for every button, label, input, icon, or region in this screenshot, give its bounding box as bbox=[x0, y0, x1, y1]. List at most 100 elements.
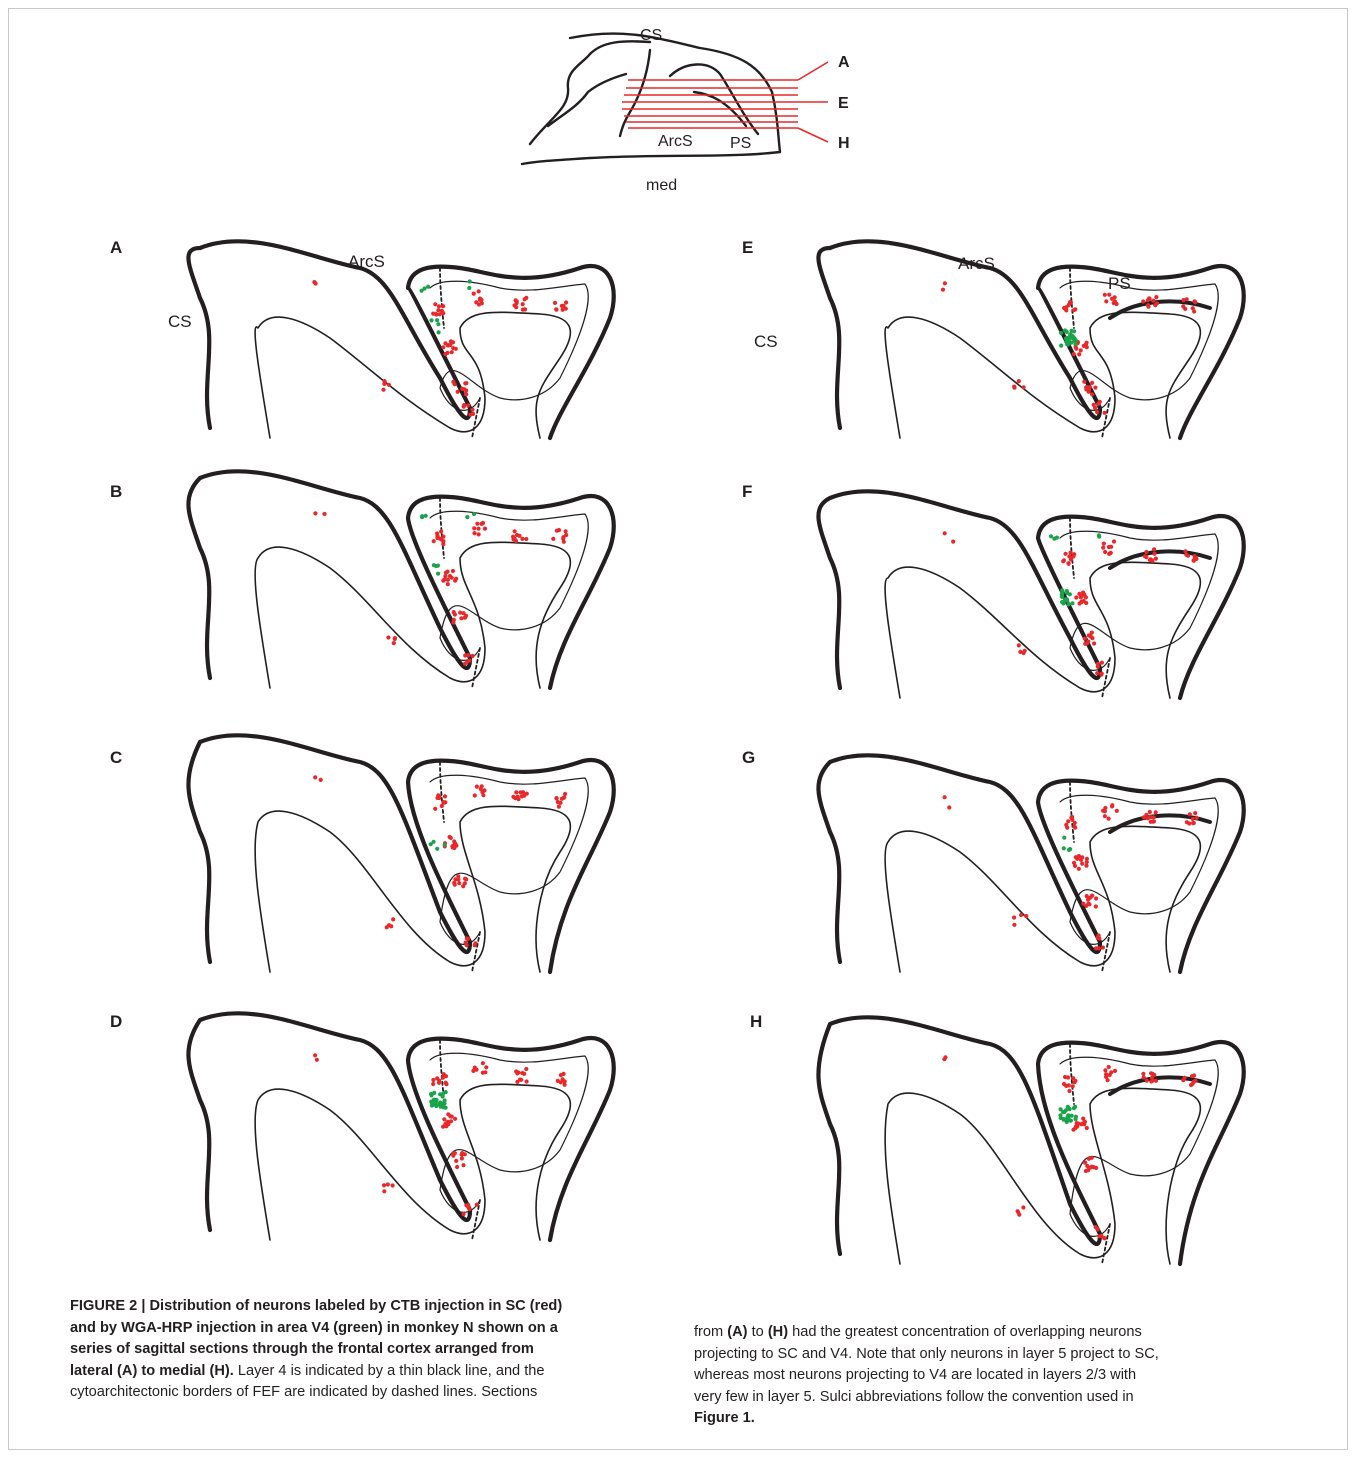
pial-surface bbox=[818, 755, 1243, 972]
v4-neuron-dot bbox=[1060, 593, 1064, 597]
sc-neuron-dot bbox=[453, 579, 457, 583]
sc-neuron-dot bbox=[1066, 561, 1070, 565]
sc-neuron-dot bbox=[460, 1156, 464, 1160]
sc-neuron-dot bbox=[1099, 673, 1103, 677]
v4-neuron-dot bbox=[426, 285, 430, 289]
sc-neuron-dot bbox=[557, 805, 561, 809]
sc-neuron-dot bbox=[1082, 380, 1086, 384]
panel-letter-h: H bbox=[750, 1012, 762, 1032]
sc-neuron-dot bbox=[462, 403, 466, 407]
caption-right-line-2: projecting to SC and V4. Note that only … bbox=[694, 1344, 1304, 1366]
sc-neuron-dot bbox=[564, 300, 568, 304]
sc-neuron-dot bbox=[1089, 1165, 1093, 1169]
sc-neuron-dot bbox=[1088, 385, 1092, 389]
sc-neuron-dot bbox=[1183, 549, 1187, 553]
sc-neuron-dot bbox=[1085, 894, 1089, 898]
sc-neuron-dot bbox=[1095, 410, 1099, 414]
v4-neuron-dot bbox=[429, 842, 433, 846]
sc-neuron-dot bbox=[1107, 817, 1111, 821]
sc-neuron-dot bbox=[466, 403, 470, 407]
sc-neuron-dot bbox=[1181, 304, 1185, 308]
sc-neuron-dot bbox=[313, 775, 317, 779]
sc-neuron-dot bbox=[472, 526, 476, 530]
sc-neuron-dot bbox=[463, 662, 467, 666]
panel-letter-e: E bbox=[742, 238, 753, 258]
v4-neuron-dot bbox=[465, 515, 469, 519]
v4-neuron-dot bbox=[441, 1103, 445, 1107]
sc-neuron-dot bbox=[1071, 1084, 1075, 1088]
sc-neuron-dot bbox=[462, 1212, 466, 1216]
sc-neuron-dot bbox=[431, 1078, 435, 1082]
v4-neuron-dot bbox=[1070, 336, 1074, 340]
sc-neuron-dot bbox=[446, 582, 450, 586]
fef-border-dashed bbox=[1070, 782, 1074, 842]
v4-neuron-dot bbox=[424, 514, 428, 518]
sc-neuron-dot bbox=[1145, 1079, 1149, 1083]
sc-neuron-dot bbox=[1154, 295, 1158, 299]
sc-neuron-dot bbox=[319, 778, 323, 782]
sc-neuron-dot bbox=[313, 1053, 317, 1057]
sc-neuron-dot bbox=[382, 379, 386, 383]
v4-neuron-dot bbox=[1067, 602, 1071, 606]
sc-neuron-dot bbox=[435, 534, 439, 538]
section-panel-b bbox=[140, 458, 640, 718]
sc-neuron-dot bbox=[451, 620, 455, 624]
v4-neuron-dot bbox=[468, 279, 472, 283]
sc-neuron-dot bbox=[1096, 1227, 1100, 1231]
sc-neuron-dot bbox=[466, 937, 470, 941]
fef-border-dashed bbox=[440, 498, 444, 558]
sc-neuron-dot bbox=[453, 1117, 457, 1121]
sc-neuron-dot bbox=[1100, 661, 1104, 665]
sc-neuron-dot bbox=[1065, 826, 1069, 830]
sc-neuron-dot bbox=[515, 1071, 519, 1075]
white-matter-outline bbox=[885, 1088, 1200, 1264]
sc-neuron-dot bbox=[1181, 1078, 1185, 1082]
sc-neuron-dot bbox=[1115, 809, 1119, 813]
pial-surface bbox=[818, 1017, 1243, 1264]
sc-neuron-dot bbox=[524, 1067, 528, 1071]
v4-neuron-dot bbox=[429, 318, 433, 322]
overview-diagram: CS ArcS PS med A E H bbox=[510, 18, 870, 208]
v4-neuron-dot bbox=[436, 322, 440, 326]
sc-neuron-dot bbox=[1152, 819, 1156, 823]
section-panel-h bbox=[770, 1004, 1270, 1294]
sc-neuron-dot bbox=[450, 1114, 454, 1118]
caption-figure-label: FIGURE 2 | bbox=[70, 1298, 145, 1314]
sc-neuron-dot bbox=[474, 300, 478, 304]
sc-neuron-dot bbox=[1193, 299, 1197, 303]
panel-e-cs-label: CS bbox=[754, 332, 778, 352]
sc-neuron-dot bbox=[1079, 858, 1083, 862]
sc-neuron-dot bbox=[449, 339, 453, 343]
sc-neuron-dot bbox=[1097, 933, 1101, 937]
sc-neuron-dot bbox=[1079, 348, 1083, 352]
sc-neuron-dot bbox=[943, 531, 947, 535]
panel-letter-b: B bbox=[110, 482, 122, 502]
sc-neuron-dot bbox=[1144, 550, 1148, 554]
sc-neuron-dot bbox=[1195, 816, 1199, 820]
v4-neuron-dot bbox=[472, 512, 476, 516]
sc-neuron-dot bbox=[1148, 810, 1152, 814]
sc-neuron-dot bbox=[554, 796, 558, 800]
sc-neuron-dot bbox=[1071, 1076, 1075, 1080]
sc-neuron-dot bbox=[1070, 815, 1074, 819]
sc-neuron-dot bbox=[564, 533, 568, 537]
sc-neuron-dot bbox=[1090, 381, 1094, 385]
sc-neuron-dot bbox=[475, 522, 479, 526]
panel-letter-f: F bbox=[742, 482, 752, 502]
v4-neuron-dot bbox=[1059, 331, 1063, 335]
v4-neuron-dot bbox=[1097, 533, 1101, 537]
sc-neuron-dot bbox=[1090, 1156, 1094, 1160]
sc-neuron-dot bbox=[1085, 860, 1089, 864]
sc-neuron-dot bbox=[1012, 386, 1016, 390]
v4-neuron-dot bbox=[436, 572, 440, 576]
sc-neuron-dot bbox=[1154, 1079, 1158, 1083]
sc-neuron-dot bbox=[943, 281, 947, 285]
v4-neuron-dot bbox=[1069, 329, 1073, 333]
sc-neuron-dot bbox=[476, 527, 480, 531]
sc-neuron-dot bbox=[1087, 633, 1091, 637]
sc-neuron-dot bbox=[1097, 1234, 1101, 1238]
sc-neuron-dot bbox=[1190, 1074, 1194, 1078]
sc-neuron-dot bbox=[551, 537, 555, 541]
sc-neuron-dot bbox=[1012, 923, 1016, 927]
v4-neuron-dot bbox=[1062, 846, 1066, 850]
